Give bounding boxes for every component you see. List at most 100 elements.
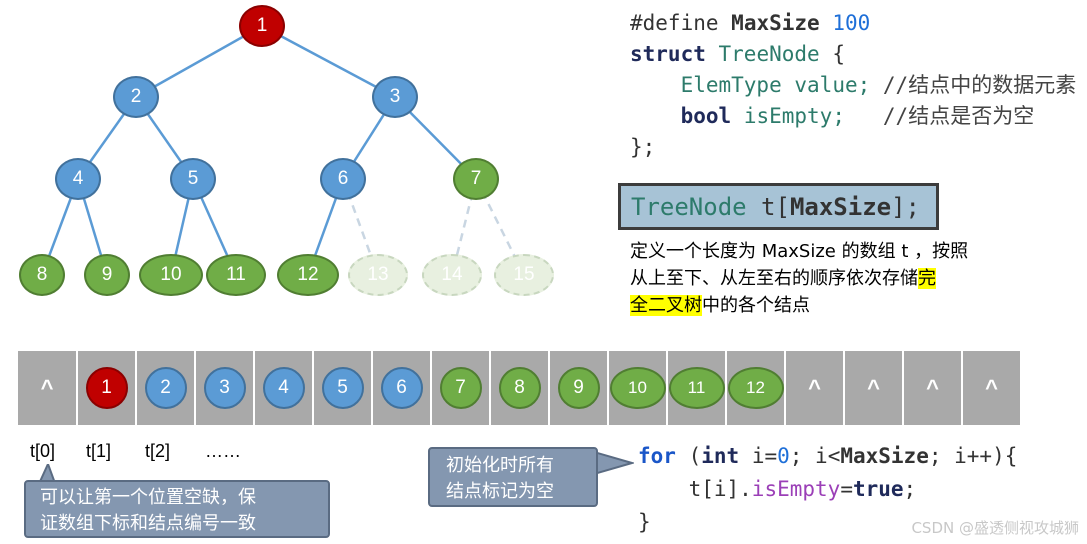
- tree-node-10: 10: [139, 254, 203, 296]
- tree-node-9: 9: [84, 254, 130, 296]
- array-node-6: 6: [380, 367, 423, 409]
- tree-node-1: 1: [239, 5, 285, 47]
- tree-edge: [135, 24, 263, 99]
- array-cell: 8: [491, 351, 550, 425]
- loop-body-pre: t[i].: [638, 477, 752, 501]
- for-keyword: for: [638, 444, 676, 468]
- index-t1: t[1]: [86, 441, 112, 461]
- loop-true: true: [852, 477, 904, 501]
- tree-node-4: 4: [55, 158, 101, 200]
- callout-mid-line1: 初始化时所有: [446, 455, 554, 476]
- array-cell: 5: [314, 351, 373, 425]
- tree-node-3: 3: [372, 76, 418, 118]
- array-cell: 11: [668, 351, 727, 425]
- tree-node-8: 8: [19, 254, 65, 296]
- tree-node-11: 11: [206, 254, 266, 296]
- tree-node-14: 14: [422, 254, 482, 296]
- field1-name: value;: [794, 73, 871, 97]
- callout-left-line2: 证数组下标和结点编号一致: [40, 513, 256, 534]
- index-dots: ……: [205, 441, 241, 461]
- tree-node-6: 6: [320, 158, 366, 200]
- field1-type: ElemType: [680, 73, 782, 97]
- field2-name: isEmpty;: [743, 104, 845, 128]
- array-cell: 12: [727, 351, 786, 425]
- loop-code-block: for (int i=0; i<MaxSize; i++){ t[i].isEm…: [638, 440, 1017, 539]
- struct-keyword: struct: [630, 42, 706, 66]
- array-node-9: 9: [557, 367, 600, 409]
- index-t0: t[0]: [30, 441, 56, 461]
- empty-marker: ^: [40, 375, 54, 400]
- tree-node-15: 15: [494, 254, 554, 296]
- desc-highlight-1: 完: [918, 268, 936, 289]
- desc-line3-text: 中的各个结点: [702, 295, 810, 316]
- array-cell: 4: [255, 351, 314, 425]
- loop-max: MaxSize: [840, 444, 929, 468]
- field2-type: bool: [680, 104, 732, 128]
- array-cell: 7: [432, 351, 491, 425]
- desc-line3: 全二叉树中的各个结点: [630, 292, 1050, 319]
- tree-node-2: 2: [113, 76, 159, 118]
- array-cell: 6: [373, 351, 432, 425]
- desc-highlight-2: 全二叉树: [630, 295, 702, 316]
- decl-end: ];: [891, 192, 921, 221]
- decl-name: t[: [761, 192, 790, 221]
- array-cell: 9: [550, 351, 609, 425]
- array-node-10: 10: [609, 367, 666, 409]
- array-node-1: 1: [85, 367, 128, 409]
- loop-field: isEmpty: [751, 477, 841, 501]
- array-cell: 2: [137, 351, 196, 425]
- declaration-box: TreeNode t[MaxSize];: [618, 183, 939, 230]
- array-node-2: 2: [144, 367, 187, 409]
- define-value: 100: [832, 11, 871, 35]
- tree-node-12: 12: [277, 254, 339, 296]
- desc-line2: 从上至下、从左至右的顺序依次存储完: [630, 265, 1050, 292]
- brace-close: };: [630, 135, 656, 159]
- empty-marker: ^: [926, 375, 939, 400]
- loop-eq: =: [840, 477, 853, 501]
- decl-type: TreeNode: [631, 192, 747, 221]
- callout-mid-pointer: [594, 450, 634, 476]
- struct-code-block: #define MaxSize 100 struct TreeNode { El…: [630, 8, 1076, 163]
- array-node-3: 3: [203, 367, 246, 409]
- watermark: CSDN @盛透侧视攻城狮: [911, 519, 1079, 537]
- array-node-4: 4: [262, 367, 305, 409]
- description-text: 定义一个长度为 MaxSize 的数组 t ，按照 从上至下、从左至右的顺序依次…: [630, 238, 1050, 319]
- empty-marker: ^: [808, 375, 821, 400]
- array-node-7: 7: [439, 367, 482, 409]
- callout-mid: 初始化时所有 结点标记为空: [428, 447, 598, 507]
- array-cell: 3: [196, 351, 255, 425]
- empty-marker: ^: [867, 375, 880, 400]
- callout-mid-line2: 结点标记为空: [446, 481, 554, 502]
- loop-incr: ; i++){: [928, 444, 1018, 468]
- desc-line1: 定义一个长度为 MaxSize 的数组 t ，按照: [630, 241, 969, 262]
- field2-comment: //结点是否为空: [882, 104, 1035, 128]
- desc-line2-text: 从上至下、从左至右的顺序依次存储: [630, 268, 918, 289]
- int-keyword: int: [701, 444, 740, 468]
- loop-close: }: [638, 510, 651, 534]
- define-keyword: #define: [630, 11, 719, 35]
- tree-node-5: 5: [170, 158, 216, 200]
- callout-left-line1: 可以让第一个位置空缺，保: [40, 487, 256, 508]
- array-cell: ^: [845, 351, 904, 425]
- array-cell: 10: [609, 351, 668, 425]
- tree-node-7: 7: [453, 158, 499, 200]
- define-name: MaxSize: [731, 11, 820, 35]
- array-node-8: 8: [498, 367, 541, 409]
- array-cell: ^: [786, 351, 845, 425]
- loop-open: (: [675, 444, 702, 468]
- array-cell: ^: [963, 351, 1022, 425]
- array-cell: ^: [18, 351, 78, 425]
- field1-comment: //结点中的数据元素: [882, 73, 1077, 97]
- loop-cond: ; i<: [789, 444, 841, 468]
- tree-edge: [261, 24, 396, 99]
- empty-marker: ^: [985, 375, 998, 400]
- tree-node-13: 13: [348, 254, 408, 296]
- brace-open: {: [832, 42, 845, 66]
- array-cell: 1: [78, 351, 137, 425]
- decl-size: MaxSize: [789, 192, 892, 221]
- array-node-11: 11: [668, 367, 725, 409]
- struct-name: TreeNode: [718, 42, 820, 66]
- array-cell: ^: [904, 351, 963, 425]
- array-node-12: 12: [727, 367, 784, 409]
